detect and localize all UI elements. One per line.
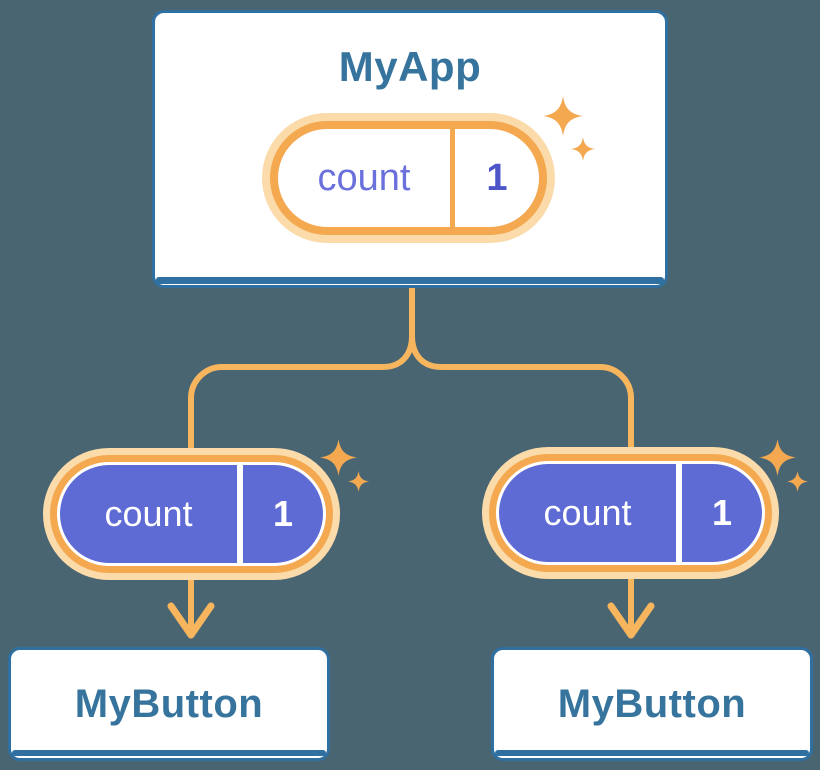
sparkle-small-icon <box>348 471 369 492</box>
sparkle-small-icon <box>787 471 808 492</box>
sparkle-large-icon <box>759 439 796 476</box>
root-state-pill-ring: count 1 <box>270 121 547 235</box>
card-bottom-edge <box>495 750 809 756</box>
fork-right-connector <box>409 288 634 450</box>
arrow-left-head-icon <box>167 602 215 639</box>
sparkle-large-icon <box>320 439 357 476</box>
right-child-state-pill: count 1 <box>482 447 779 579</box>
left-child-state-pill-ring: count 1 <box>50 455 333 573</box>
arrow-right-head-icon <box>607 602 655 639</box>
card-bottom-edge <box>156 277 664 284</box>
sparkle-small-icon <box>571 137 595 161</box>
root-component-title: MyApp <box>338 43 482 90</box>
right-child-component-card: MyButton <box>491 647 813 761</box>
root-state-pill: count 1 <box>262 113 555 243</box>
state-label: count <box>104 493 193 534</box>
left-child-state-pill: count 1 <box>43 448 340 580</box>
state-value: 1 <box>711 492 733 533</box>
left-child-component-card: MyButton <box>8 647 330 761</box>
child-component-title: MyButton <box>74 681 264 726</box>
state-value: 1 <box>486 156 508 199</box>
pill-divider <box>676 464 682 562</box>
card-bottom-edge <box>12 750 326 756</box>
root-component-card: MyApp count 1 <box>152 10 668 288</box>
state-label: count <box>317 156 411 199</box>
fork-left-connector <box>188 288 415 450</box>
pill-divider <box>450 129 455 227</box>
state-value: 1 <box>272 493 294 534</box>
right-child-state-pill-ring: count 1 <box>489 454 772 572</box>
sparkle-large-icon <box>543 96 583 136</box>
state-label: count <box>543 492 632 533</box>
child-component-title: MyButton <box>557 681 747 726</box>
pill-divider <box>237 465 243 563</box>
